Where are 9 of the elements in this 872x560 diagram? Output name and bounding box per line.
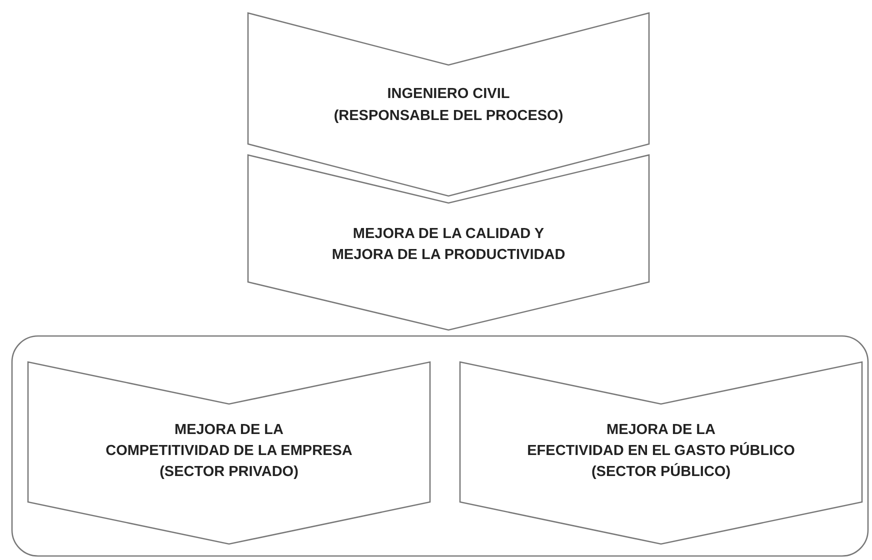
node-label: COMPETITIVIDAD DE LA EMPRESA [106, 442, 352, 461]
node-label: (SECTOR PRIVADO) [160, 463, 298, 482]
node-label: MEJORA DE LA [174, 420, 284, 440]
node-label: MEJORA DE LA CALIDAD Y MEJORA DE LA PRODUCTIVIDAD [330, 224, 566, 265]
node-label: (SECTOR PÚBLICO) [591, 462, 731, 482]
node-label: (RESPONSABLE DEL PROCESO) [334, 106, 564, 126]
node-label: MEJORA DE LA [606, 420, 716, 440]
node-label: EFECTIVIDAD EN EL GASTO PÚBLICO [527, 441, 795, 461]
node-label: INGENIERO CIVIL [387, 85, 510, 104]
